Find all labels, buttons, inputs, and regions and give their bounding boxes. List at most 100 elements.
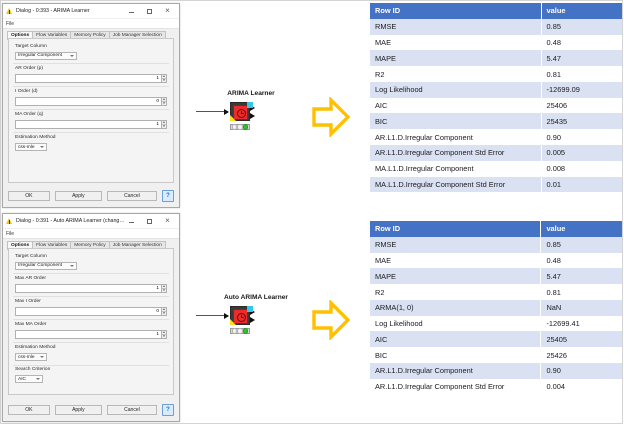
spinner-down-icon[interactable]: ▼ bbox=[162, 78, 166, 83]
menu-item-file[interactable]: File bbox=[6, 20, 15, 27]
spinner-max-i-order[interactable]: 0 ▲ ▼ bbox=[15, 307, 167, 316]
node-arima-graphic[interactable] bbox=[196, 100, 306, 130]
menu-item-file[interactable]: File bbox=[6, 230, 15, 237]
table-auto-head: Row ID value bbox=[370, 221, 622, 237]
node-auto-caption: Auto ARIMA Learner bbox=[224, 294, 288, 301]
maximize-icon[interactable] bbox=[145, 7, 154, 16]
spinner-max-ma-order-value[interactable]: 1 bbox=[15, 330, 161, 339]
help-icon[interactable]: ? bbox=[162, 403, 175, 416]
dialog-arima-menubar[interactable]: File bbox=[3, 19, 179, 29]
label-i-order: I Order (d) bbox=[15, 88, 38, 94]
spinner-max-i-order-buttons[interactable]: ▲ ▼ bbox=[161, 307, 167, 316]
column-header-value: value bbox=[540, 221, 622, 237]
close-icon[interactable]: × bbox=[165, 215, 170, 225]
select-target-column[interactable]: Irregular Component bbox=[15, 51, 77, 60]
ok-button[interactable]: OK bbox=[8, 190, 50, 201]
apply-button[interactable]: Apply bbox=[54, 404, 102, 415]
spinner-max-ma-order-buttons[interactable]: ▲ ▼ bbox=[161, 330, 167, 339]
select-target-column[interactable]: Irregular Component bbox=[15, 261, 77, 270]
cell-value: 0.81 bbox=[541, 66, 622, 82]
maximize-icon[interactable] bbox=[145, 217, 154, 226]
dialog-arima-learner[interactable]: Dialog - 0:393 - ARIMA Learner × File Op… bbox=[2, 3, 180, 208]
spinner-max-ar-order[interactable]: 1 ▲ ▼ bbox=[15, 284, 167, 293]
node-icon-box[interactable] bbox=[230, 306, 253, 325]
spinner-max-i-order-value[interactable]: 0 bbox=[15, 307, 161, 316]
dialog-arima-window-controls[interactable]: × bbox=[127, 6, 177, 16]
node-flow-variable-port-icon bbox=[247, 102, 253, 108]
cell-value: 0.81 bbox=[540, 284, 622, 300]
table-row: ARMA(1, 0)NaN bbox=[370, 299, 622, 316]
spinner-max-ma-order[interactable]: 1 ▲ ▼ bbox=[15, 330, 167, 339]
dialog-auto-button-row: OK Apply Cancel ? bbox=[8, 403, 175, 416]
dialog-arima-titlebar[interactable]: Dialog - 0:393 - ARIMA Learner × bbox=[3, 4, 179, 19]
spinner-i-order-value[interactable]: 0 bbox=[15, 97, 161, 106]
status-lamp-idle bbox=[232, 124, 238, 130]
spinner-down-icon[interactable]: ▼ bbox=[162, 124, 166, 129]
spinner-ar-order-buttons[interactable]: ▲ ▼ bbox=[161, 74, 167, 83]
spinner-i-order[interactable]: 0 ▲ ▼ bbox=[15, 97, 167, 106]
minimize-icon[interactable] bbox=[127, 217, 136, 226]
cancel-button[interactable]: Cancel bbox=[106, 190, 158, 201]
select-search-criterion[interactable]: AIC bbox=[15, 375, 43, 384]
flow-arrow-right-icon-top bbox=[312, 97, 350, 137]
table-row: Log Likelihood-12699.41 bbox=[370, 315, 622, 332]
spinner-ar-order-value[interactable]: 1 bbox=[15, 74, 161, 83]
spinner-down-icon[interactable]: ▼ bbox=[162, 311, 166, 316]
table-header-row: Row ID value bbox=[370, 3, 622, 19]
help-icon[interactable]: ? bbox=[162, 189, 175, 202]
cell-value: 0.008 bbox=[541, 160, 622, 177]
cell-row-id: Log Likelihood bbox=[370, 81, 542, 98]
spinner-up-icon[interactable]: ▲ bbox=[162, 120, 166, 126]
close-icon[interactable]: × bbox=[165, 5, 170, 15]
cell-value: 0.90 bbox=[541, 129, 622, 146]
select-estimation-method[interactable]: css-mle bbox=[15, 143, 47, 152]
cell-row-id: RMSE bbox=[370, 18, 542, 35]
node-auto-graphic[interactable] bbox=[196, 304, 316, 334]
dialog-auto-arima-learner[interactable]: Dialog - 0:391 - Auto ARIMA Learner (cha… bbox=[2, 213, 180, 422]
cancel-button[interactable]: Cancel bbox=[106, 404, 158, 415]
spinner-ma-order-buttons[interactable]: ▲ ▼ bbox=[161, 120, 167, 129]
dialog-auto-titlebar[interactable]: Dialog - 0:391 - Auto ARIMA Learner (cha… bbox=[3, 214, 179, 229]
tab-job-manager-selection[interactable]: Job Manager Selection bbox=[108, 31, 166, 40]
spinner-up-icon[interactable]: ▲ bbox=[162, 74, 166, 80]
spinner-max-ar-order-buttons[interactable]: ▲ ▼ bbox=[161, 284, 167, 293]
spinner-i-order-buttons[interactable]: ▲ ▼ bbox=[161, 97, 167, 106]
cell-value: 0.48 bbox=[540, 252, 622, 269]
dialog-auto-tabstrip[interactable]: Options Flow Variables Memory Policy Job… bbox=[3, 239, 179, 250]
dialog-auto-window-controls[interactable]: × bbox=[127, 216, 177, 226]
dialog-auto-menubar[interactable]: File bbox=[3, 229, 179, 239]
spinner-up-icon[interactable]: ▲ bbox=[162, 284, 166, 290]
spinner-ma-order-value[interactable]: 1 bbox=[15, 120, 161, 129]
cell-row-id: Log Likelihood bbox=[370, 315, 542, 332]
spinner-ma-order[interactable]: 1 ▲ ▼ bbox=[15, 120, 167, 129]
spinner-ar-order[interactable]: 1 ▲ ▼ bbox=[15, 74, 167, 83]
dialog-auto-options-panel: Target Column Irregular Component Max AR… bbox=[8, 248, 174, 395]
apply-button[interactable]: Apply bbox=[54, 190, 102, 201]
ok-button[interactable]: OK bbox=[8, 404, 50, 415]
cell-value: 25435 bbox=[541, 113, 622, 130]
spinner-up-icon[interactable]: ▲ bbox=[162, 330, 166, 336]
field-target-column: Target Column Irregular Component bbox=[13, 252, 169, 275]
column-header-row-id: Row ID bbox=[370, 3, 542, 19]
select-estimation-method[interactable]: css-mle bbox=[15, 353, 47, 362]
spinner-down-icon[interactable]: ▼ bbox=[162, 101, 166, 106]
spinner-up-icon[interactable]: ▲ bbox=[162, 97, 166, 103]
spinner-down-icon[interactable]: ▼ bbox=[162, 288, 166, 293]
dialog-arima-tabstrip[interactable]: Options Flow Variables Memory Policy Job… bbox=[3, 29, 179, 40]
column-header-value: value bbox=[541, 3, 622, 19]
cell-row-id: MAE bbox=[370, 252, 542, 269]
minimize-icon[interactable] bbox=[127, 7, 136, 16]
cell-value: 25406 bbox=[541, 97, 622, 114]
tab-job-manager-selection[interactable]: Job Manager Selection bbox=[108, 241, 166, 250]
node-icon-box[interactable] bbox=[230, 102, 253, 121]
cell-value: 0.85 bbox=[541, 18, 622, 35]
spinner-up-icon[interactable]: ▲ bbox=[162, 307, 166, 313]
workflow-node-arima-learner[interactable]: ARIMA Learner bbox=[196, 90, 306, 145]
workflow-node-auto-arima-learner[interactable]: Auto ARIMA Learner bbox=[196, 294, 316, 349]
spinner-max-ar-order-value[interactable]: 1 bbox=[15, 284, 161, 293]
spinner-down-icon[interactable]: ▼ bbox=[162, 334, 166, 339]
